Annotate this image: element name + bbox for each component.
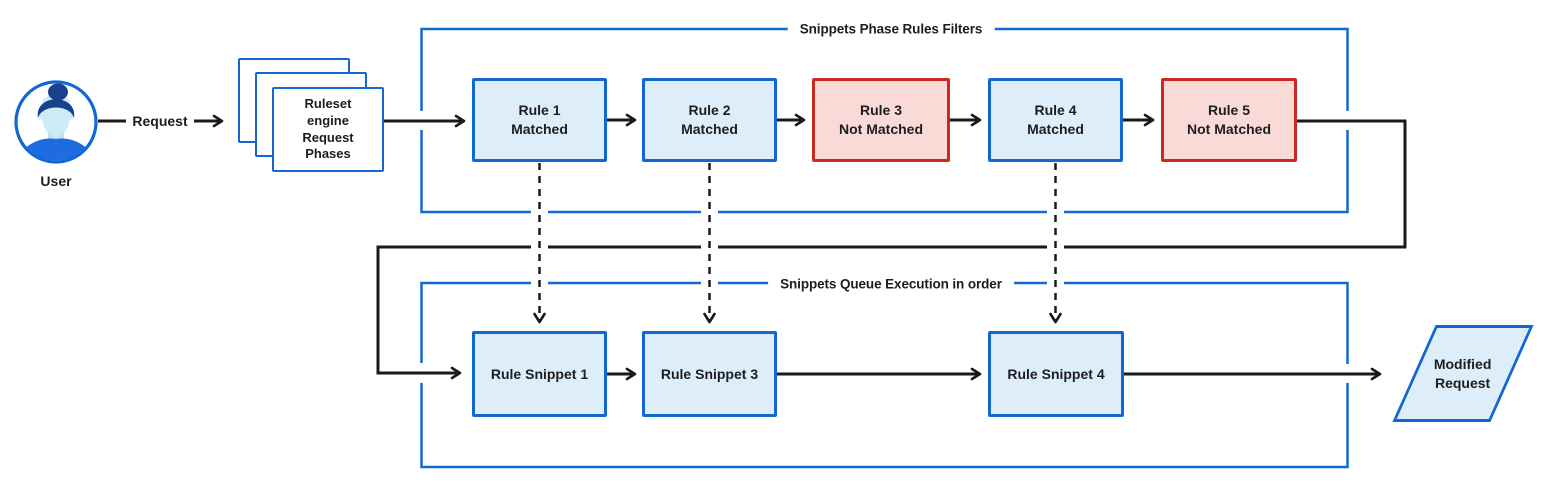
snippet-box-1: Rule Snippet 1 xyxy=(472,331,607,417)
rule-box-4: Rule 4 Matched xyxy=(988,78,1123,162)
user-label: User xyxy=(40,173,72,189)
queue-title: Snippets Queue Execution in order xyxy=(768,276,1014,292)
dashed-connectors xyxy=(533,163,1062,324)
rule5-to-queue-return-line xyxy=(376,119,1407,380)
ruleset-stack-label: Ruleset engine Request Phases xyxy=(302,96,353,164)
rule-4-name: Rule 4 xyxy=(1034,102,1077,119)
rule-2-status: Matched xyxy=(681,121,738,137)
request-label: Request xyxy=(132,113,188,129)
ruleset-line-3: Request xyxy=(302,129,354,145)
rule-1-name: Rule 1 xyxy=(518,102,561,119)
rule-5-status: Not Matched xyxy=(1187,121,1271,137)
snippet-box-4: Rule Snippet 4 xyxy=(988,331,1124,417)
rule-3-status: Not Matched xyxy=(839,121,923,137)
snippet-box-3: Rule Snippet 3 xyxy=(642,331,777,417)
solid-connectors xyxy=(98,113,1407,381)
modified-request-label: Modified Request xyxy=(1434,355,1492,393)
ruleset-line-4: Phases xyxy=(305,146,351,162)
snippet-1-label: Rule Snippet 1 xyxy=(490,365,589,382)
output-line-2: Request xyxy=(1435,374,1491,391)
rule-3-name: Rule 3 xyxy=(859,102,902,119)
rule-2-name: Rule 2 xyxy=(688,102,731,119)
rule-box-3: Rule 3 Not Matched xyxy=(812,78,950,162)
ruleset-line-1: Ruleset xyxy=(304,95,352,111)
output-line-1: Modified xyxy=(1434,355,1492,372)
snippet-4-label: Rule Snippet 4 xyxy=(1007,365,1105,382)
rule-4-status: Matched xyxy=(1027,121,1084,137)
user-avatar-icon xyxy=(14,80,98,164)
rule-5-name: Rule 5 xyxy=(1207,102,1250,119)
snippet-3-label: Rule Snippet 3 xyxy=(660,365,759,382)
phase-filters-title: Snippets Phase Rules Filters xyxy=(787,21,995,37)
rule-box-1: Rule 1 Matched xyxy=(472,78,607,162)
ruleset-stack-page-1: Ruleset engine Request Phases xyxy=(272,87,384,172)
rule-box-2: Rule 2 Matched xyxy=(642,78,777,162)
ruleset-line-2: engine xyxy=(307,112,349,128)
rule-1-status: Matched xyxy=(511,121,568,137)
rule-box-5: Rule 5 Not Matched xyxy=(1161,78,1297,162)
